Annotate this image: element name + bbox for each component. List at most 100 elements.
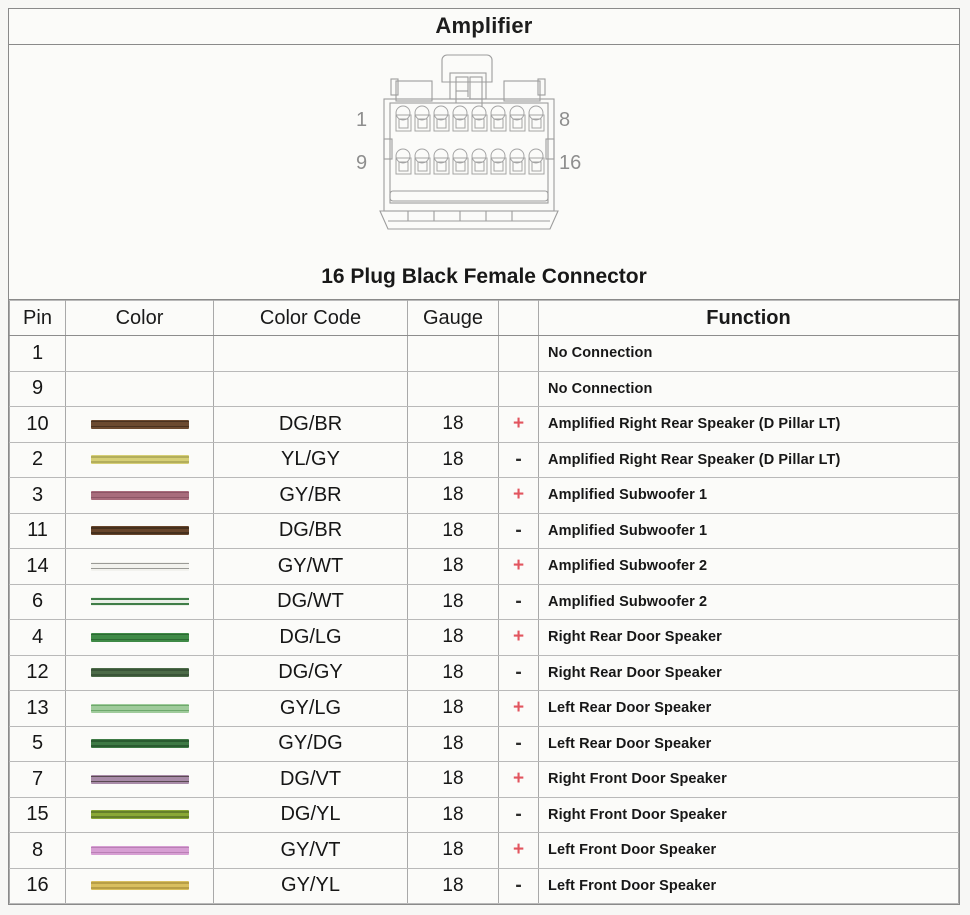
cell-color-code: GY/LG	[213, 690, 408, 727]
cell-pin-number: 11	[9, 512, 66, 549]
cell-function: Amplified Subwoofer 1	[538, 512, 959, 549]
cell-pin-number: 5	[9, 725, 66, 762]
cell-polarity: -	[498, 512, 539, 549]
cell-pin-number: 10	[9, 406, 66, 443]
cell-function: No Connection	[538, 370, 959, 407]
cell-polarity: +	[498, 619, 539, 656]
cell-wire-color-swatch	[65, 583, 214, 620]
cell-function: Amplified Subwoofer 2	[538, 548, 959, 585]
cell-gauge: 18	[407, 548, 499, 585]
cell-wire-color-swatch	[65, 441, 214, 478]
cell-pin-number: 9	[9, 370, 66, 407]
column-header-function: Function	[538, 300, 959, 336]
cell-gauge	[407, 335, 499, 372]
connector-pin-label-bottom-right: 16	[559, 151, 582, 174]
cell-wire-color-swatch	[65, 619, 214, 656]
cell-function: Amplified Right Rear Speaker (D Pillar L…	[538, 406, 959, 443]
cell-polarity: +	[498, 477, 539, 514]
wire-stripe	[90, 775, 189, 778]
cell-polarity: -	[498, 654, 539, 691]
wire-stripe	[90, 780, 189, 783]
cell-polarity	[498, 335, 539, 372]
cell-color-code: DG/WT	[213, 583, 408, 620]
wire-stripe	[90, 811, 189, 813]
cell-wire-color-swatch	[65, 406, 214, 443]
cell-function: Amplified Right Rear Speaker (D Pillar L…	[538, 441, 959, 478]
wire-swatch	[90, 739, 189, 749]
cell-function: Left Front Door Speaker	[538, 867, 959, 904]
wire-stripe	[90, 674, 189, 676]
cell-gauge: 18	[407, 441, 499, 478]
wire-stripe	[90, 496, 189, 499]
cell-gauge: 18	[407, 690, 499, 727]
cell-polarity: +	[498, 690, 539, 727]
cell-function: Right Front Door Speaker	[538, 796, 959, 833]
table-header: Pin Color Color Code Gauge Function	[9, 300, 959, 336]
cell-pin-number: 4	[9, 619, 66, 656]
cell-wire-color-swatch	[65, 690, 214, 727]
wire-swatch	[90, 774, 189, 784]
cell-polarity: +	[498, 406, 539, 443]
cell-polarity: -	[498, 796, 539, 833]
cell-function: Amplified Subwoofer 2	[538, 583, 959, 620]
cell-pin-number: 13	[9, 690, 66, 727]
wire-stripe	[90, 669, 189, 671]
connector-pin-label-top-right: 8	[559, 108, 571, 131]
cell-gauge: 18	[407, 619, 499, 656]
connector-pin-label-top-left: 1	[356, 108, 368, 131]
cell-wire-color-swatch	[65, 370, 214, 407]
column-header-color-code: Color Code	[213, 300, 408, 336]
page-title: Amplifier	[435, 13, 533, 39]
cell-polarity	[498, 370, 539, 407]
wire-swatch	[90, 490, 189, 500]
cell-wire-color-swatch	[65, 654, 214, 691]
wire-stripe	[90, 709, 189, 712]
wire-swatch	[90, 597, 189, 607]
cell-polarity: +	[498, 548, 539, 585]
wire-swatch	[90, 419, 189, 429]
cell-pin-number: 16	[9, 867, 66, 904]
cell-polarity: -	[498, 867, 539, 904]
cell-function: Left Front Door Speaker	[538, 832, 959, 869]
cell-function: Left Rear Door Speaker	[538, 725, 959, 762]
cell-color-code	[213, 370, 408, 407]
cell-gauge: 18	[407, 796, 499, 833]
wire-stripe	[90, 461, 189, 463]
cell-gauge: 18	[407, 832, 499, 869]
wire-stripe	[90, 745, 189, 747]
cell-pin-number: 7	[9, 761, 66, 798]
cell-gauge: 18	[407, 654, 499, 691]
wire-swatch	[90, 632, 189, 642]
connector-caption: 16 Plug Black Female Connector	[321, 265, 647, 288]
cell-wire-color-swatch	[65, 867, 214, 904]
cell-pin-number: 6	[9, 583, 66, 620]
wire-swatch	[90, 455, 189, 465]
connector-drawing-svg	[379, 54, 559, 230]
column-header-gauge: Gauge	[407, 300, 499, 336]
cell-color-code: GY/WT	[213, 548, 408, 585]
cell-polarity: +	[498, 832, 539, 869]
wire-stripe	[90, 851, 189, 854]
cell-color-code: DG/LG	[213, 619, 408, 656]
cell-pin-number: 14	[9, 548, 66, 585]
cell-color-code: DG/GY	[213, 654, 408, 691]
wire-stripe	[90, 527, 189, 529]
cell-color-code: DG/YL	[213, 796, 408, 833]
pinout-sheet: Amplifier	[8, 8, 960, 905]
cell-color-code	[213, 335, 408, 372]
cell-wire-color-swatch	[65, 796, 214, 833]
cell-gauge: 18	[407, 583, 499, 620]
wire-swatch	[90, 881, 189, 891]
wire-swatch	[90, 668, 189, 678]
